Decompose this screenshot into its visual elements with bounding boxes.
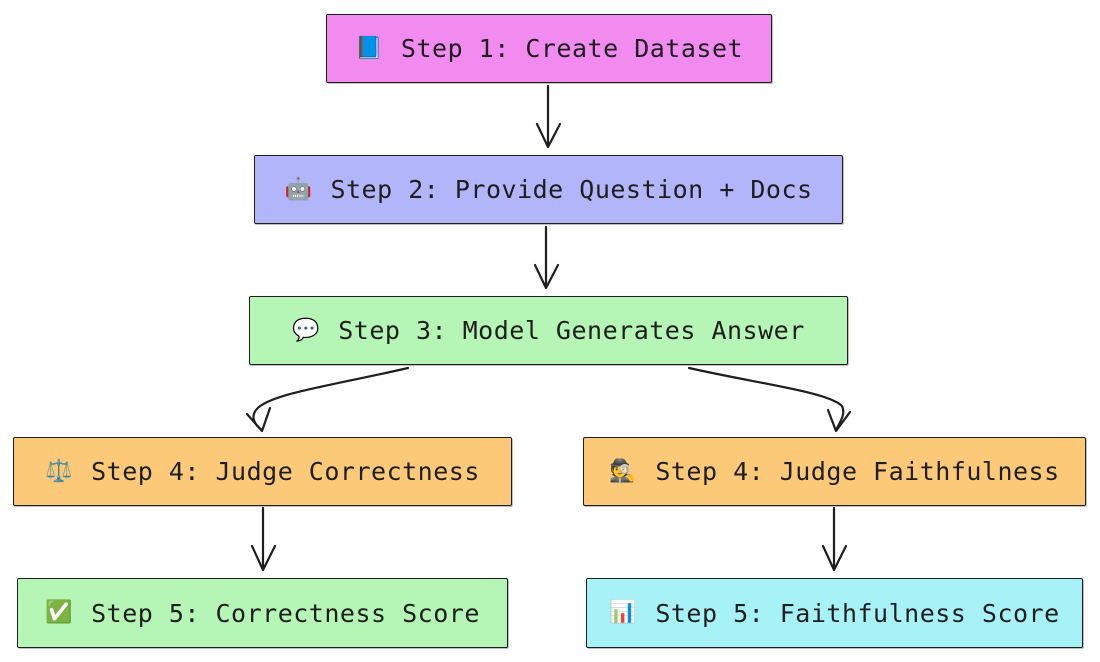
step1-label: Step 1: Create Dataset bbox=[400, 34, 744, 63]
step3-label: Step 3: Model Generates Answer bbox=[338, 316, 805, 345]
bar-chart-icon: 📊 bbox=[609, 600, 638, 625]
arrowhead-step3-to-step4-left bbox=[245, 406, 272, 433]
arrowhead-step3-to-step5-right bbox=[826, 408, 852, 433]
speech-bubble-icon: 💬 bbox=[292, 317, 321, 343]
step5-correctness-label: Step 5: Correctness Score bbox=[91, 598, 480, 628]
step5-faithfulness-label: Step 5: Faithfulness Score bbox=[655, 598, 1060, 628]
step2-label: Step 2: Provide Question + Docs bbox=[330, 175, 813, 204]
arrow-step3-to-step4-left bbox=[252, 366, 410, 432]
step4-judge-correctness-box: ⚖️ Step 4: Judge Correctness bbox=[13, 437, 512, 506]
book-icon: 📘 bbox=[354, 35, 383, 61]
step2-provide-question-box: 🤖 Step 2: Provide Question + Docs bbox=[254, 155, 843, 224]
arrowhead-step1-to-step2 bbox=[535, 122, 562, 149]
step5-correctness-score-box: ✅ Step 5: Correctness Score bbox=[17, 578, 508, 648]
scales-icon: ⚖️ bbox=[45, 458, 74, 484]
detective-icon: 🕵️ bbox=[609, 458, 638, 484]
step3-model-generates-box: 💬 Step 3: Model Generates Answer bbox=[249, 296, 848, 365]
robot-icon: 🤖 bbox=[284, 176, 313, 202]
step1-create-dataset-box: 📘 Step 1: Create Dataset bbox=[326, 14, 772, 83]
step5-faithfulness-score-box: 📊 Step 5: Faithfulness Score bbox=[586, 578, 1083, 648]
arrowhead-step4-to-step5-right bbox=[821, 544, 848, 572]
step4-faithfulness-label: Step 4: Judge Faithfulness bbox=[655, 457, 1060, 486]
arrowhead-step2-to-step3 bbox=[533, 263, 560, 290]
arrowhead-step4-to-step5-left bbox=[250, 544, 277, 572]
step4-correctness-label: Step 4: Judge Correctness bbox=[91, 457, 480, 486]
step4-judge-faithfulness-box: 🕵️ Step 4: Judge Faithfulness bbox=[583, 437, 1086, 506]
arrow-step3-to-step5-right bbox=[687, 366, 845, 432]
check-mark-icon: ✅ bbox=[45, 600, 74, 625]
